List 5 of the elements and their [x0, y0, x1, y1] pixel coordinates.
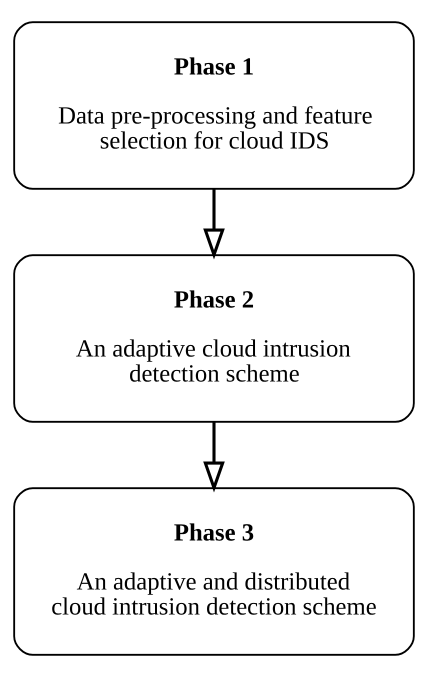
node-box: Phase 1 Data pre-processing and feature selection for cloud IDS	[13, 21, 415, 190]
arrow	[203, 189, 225, 260]
node-box: Phase 3 An adaptive and distributed cloud intrusion detection scheme	[13, 487, 415, 656]
arrow	[203, 422, 225, 492]
node-box: Phase 2 An adaptive cloud intrusion detection scheme	[13, 254, 415, 423]
